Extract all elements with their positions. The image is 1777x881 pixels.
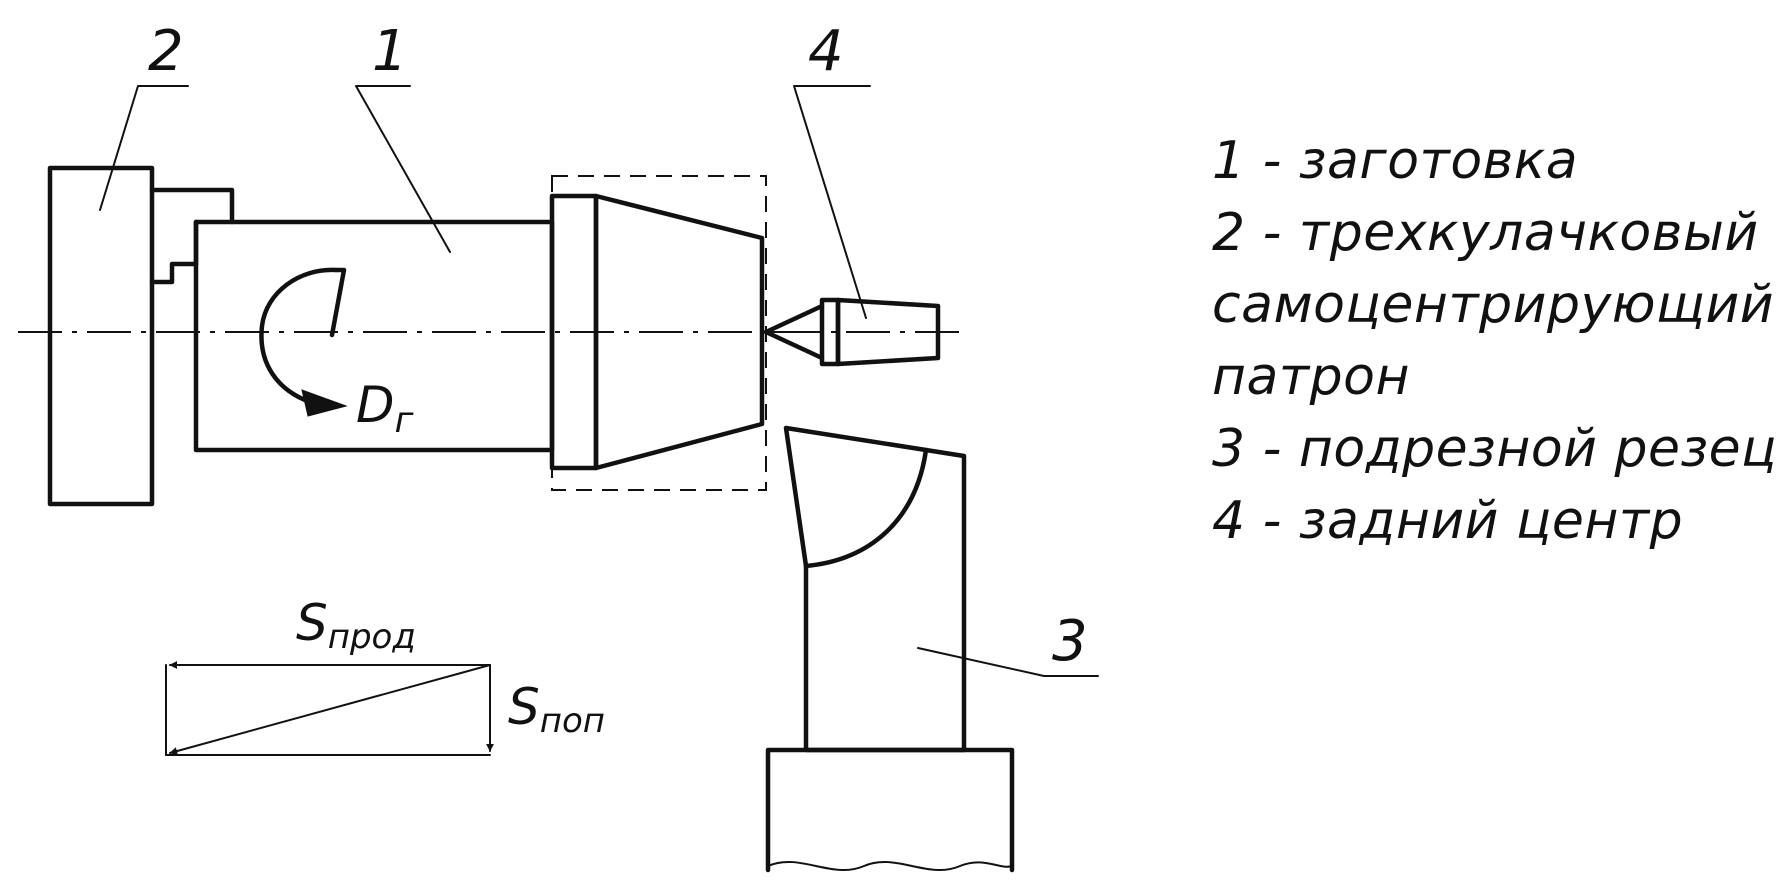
facing-cutter [783, 425, 967, 753]
legend-item-workpiece: 1 - заготовка [1212, 131, 1579, 191]
longitudinal-feed-symbol: S [296, 594, 328, 652]
label-chuck-number: 2 [148, 19, 184, 84]
feed-vector-diagram [165, 661, 494, 756]
tailstock-center [763, 297, 941, 367]
legend-item-center: 4 - задний центр [1212, 491, 1684, 551]
legend-item-chuck-cont-1: самоцентрирующий [1212, 275, 1775, 335]
cross-feed-subscript: поп [540, 701, 605, 741]
rotation-label: Dг [356, 376, 415, 441]
cross-feed-label: Sпоп [508, 678, 605, 741]
rotation-subscript: г [395, 400, 415, 441]
legend-item-cutter: 3 - подрезной резец [1212, 419, 1777, 479]
legend-item-chuck-cont-2: патрон [1212, 347, 1410, 407]
tool-holder [765, 747, 1015, 873]
cross-feed-symbol: S [508, 678, 540, 736]
legend: 1 - заготовка 2 - трехкулачковый самоцен… [1212, 125, 1777, 557]
leader-lines [99, 85, 1099, 677]
legend-item-chuck: 2 - трехкулачковый [1212, 203, 1759, 263]
three-jaw-chuck [47, 165, 235, 507]
longitudinal-feed-label: Sпрод [296, 594, 416, 657]
rotation-symbol: D [356, 376, 395, 434]
label-cutter-number: 3 [1052, 609, 1088, 674]
longitudinal-feed-subscript: прод [328, 617, 416, 657]
label-workpiece-number: 1 [372, 19, 408, 84]
rotation-arrow [259, 267, 348, 417]
resultant-feed-arrow [169, 664, 491, 755]
label-center-number: 4 [808, 19, 844, 84]
